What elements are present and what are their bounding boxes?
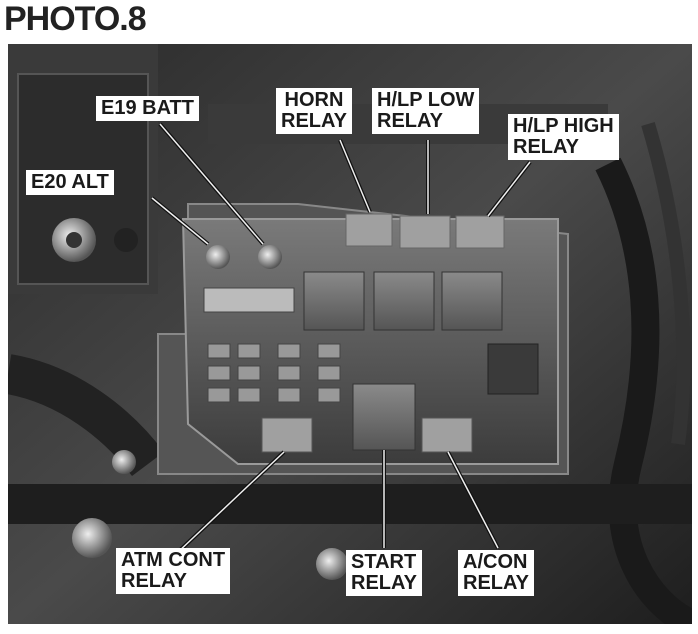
label-e19-batt: E19 BATT [96, 96, 199, 121]
fuse-grid [207, 343, 341, 403]
horn-relay [345, 213, 393, 247]
cable-right [595, 157, 692, 624]
hlp-low-relay [399, 215, 451, 249]
label-atm-cont-relay: ATM CONT RELAY [116, 548, 231, 594]
label-start-relay: START RELAY [346, 550, 422, 596]
fuse-box [157, 203, 569, 475]
hose-left [8, 354, 164, 477]
e19-terminal [258, 245, 282, 269]
main-fuse [203, 287, 295, 313]
box-bolt [112, 450, 136, 474]
photo-title: PHOTO.8 [4, 0, 147, 38]
relay-block-2 [373, 271, 435, 331]
relay-block-3 [441, 271, 503, 331]
leader-lines-white [151, 123, 531, 555]
hlp-high-relay [455, 215, 505, 249]
label-hlp-high-relay: H/LP HIGH RELAY [508, 114, 619, 160]
acon-relay [421, 417, 473, 453]
e20-terminal [206, 245, 230, 269]
label-e20-alt: E20 ALT [26, 170, 114, 195]
atm-cont-relay [261, 417, 313, 453]
battery [8, 44, 158, 294]
relay-block-1 [303, 271, 365, 331]
relay-square [487, 343, 539, 395]
lower-frame [8, 484, 692, 524]
frame-bolt-1 [72, 518, 112, 558]
label-horn-relay: HORN RELAY [276, 88, 352, 134]
cable-right-2 [641, 121, 691, 445]
label-acon-relay: A/CON RELAY [458, 550, 534, 596]
label-hlp-low-relay: H/LP LOW RELAY [372, 88, 480, 134]
start-relay [352, 383, 416, 451]
frame-bolt-2 [316, 548, 348, 580]
